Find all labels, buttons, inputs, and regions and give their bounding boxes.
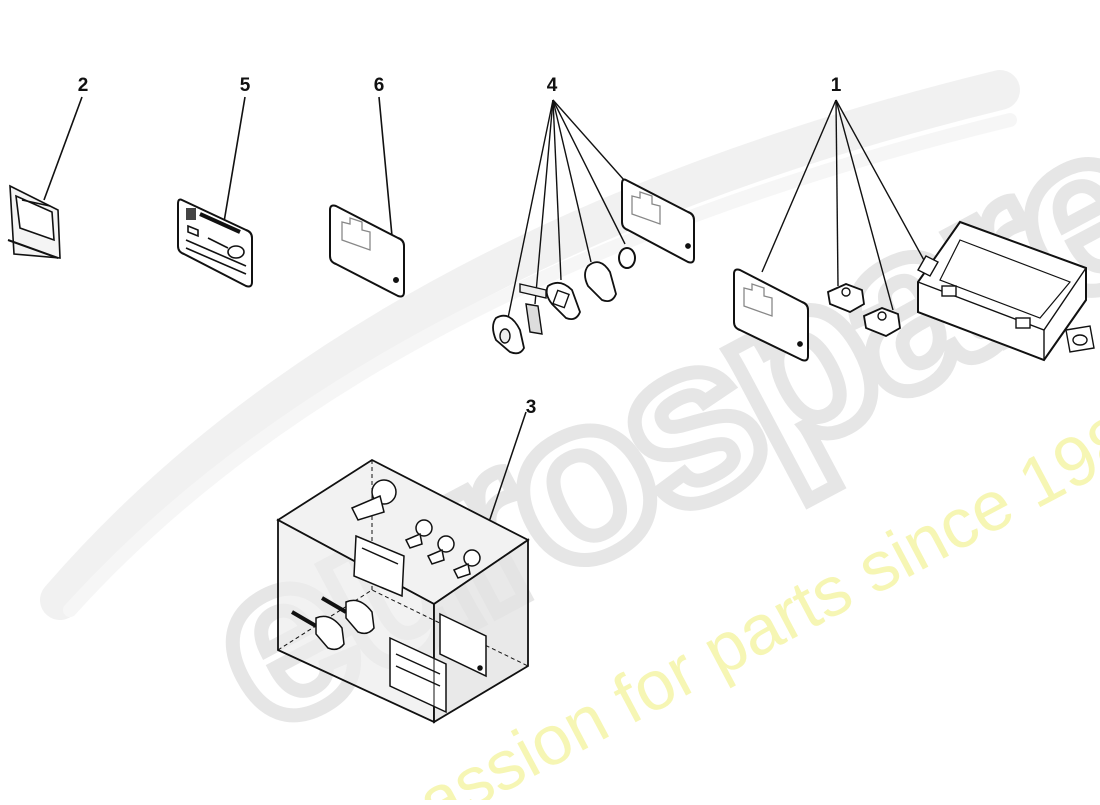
callout-5[interactable]: 5 [239, 75, 251, 96]
callout-2[interactable]: 2 [77, 75, 89, 96]
part-2-key-pouch[interactable] [7, 96, 83, 259]
part-3-lock-set-box[interactable] [276, 411, 530, 724]
part-1-immobilizer-kit[interactable] [733, 99, 1095, 362]
part-4-key-fob-kit[interactable] [492, 99, 695, 355]
horse-logo-icon [186, 208, 196, 220]
part-5-code-card[interactable] [177, 96, 253, 288]
part-6-plastic-card[interactable] [329, 96, 405, 298]
callout-4[interactable]: 4 [546, 75, 558, 96]
lock-cylinders [350, 479, 481, 579]
keys [290, 596, 375, 651]
callout-6[interactable]: 6 [373, 75, 385, 96]
callout-3[interactable]: 3 [525, 397, 537, 418]
callout-1[interactable]: 1 [830, 75, 842, 96]
watermark-swoosh [40, 70, 1020, 620]
